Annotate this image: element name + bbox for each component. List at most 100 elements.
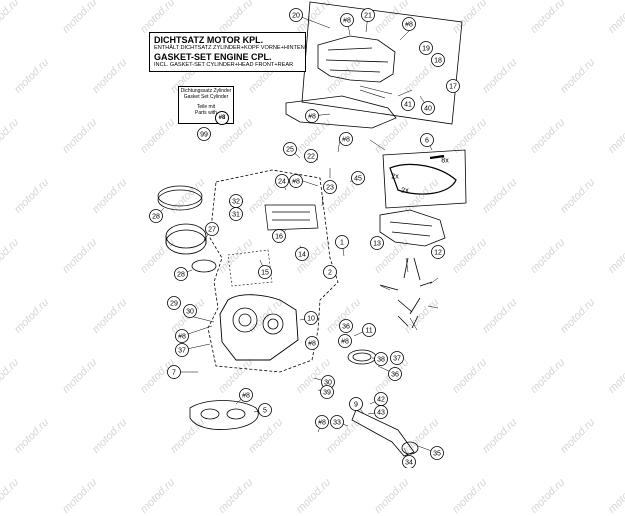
callout-label: 33 [333, 420, 341, 427]
callout-label: #8 [341, 339, 349, 346]
callout-43: 43 [374, 405, 388, 419]
callout-circle [167, 365, 181, 379]
callout-17: 17 [446, 79, 460, 93]
callout-label: 37 [393, 356, 401, 363]
callout-circle [430, 446, 444, 460]
watermark-text: motod.ru [216, 476, 256, 516]
callout-circle [174, 267, 188, 281]
callout-label: 2x [401, 188, 409, 195]
callout-99: 99 [197, 127, 211, 141]
callout-label: 36 [342, 324, 350, 331]
seal-ring-icon [347, 349, 377, 365]
callout-circle [304, 149, 318, 163]
callout-circle [295, 247, 309, 261]
callout-circle [361, 8, 375, 22]
callout-label: #8 [242, 393, 250, 400]
callout-circle [258, 265, 272, 279]
callout-42: 42 [374, 392, 388, 406]
callout-circle [304, 311, 318, 325]
callout-label: 28 [177, 272, 185, 279]
callout-circle [431, 245, 445, 259]
callout-label: 2 [328, 270, 332, 277]
gasket-set-sub-en: INCL. GASKET-SET CYLINDER+HEAD FRONT+REA… [154, 61, 294, 68]
callout-label: 23 [326, 185, 334, 192]
piston-icon [165, 223, 207, 249]
callout-18: 18 [431, 53, 445, 67]
callout-41: 41 [401, 97, 415, 111]
callout-5: 5 [258, 403, 272, 417]
callout-2: 2 [323, 265, 337, 279]
callout-24: 24 [275, 174, 289, 188]
callout-11: 11 [362, 323, 376, 337]
callout-hash-8: #8 [402, 17, 416, 31]
callout-34: 34 [402, 455, 416, 468]
callout-circle [320, 385, 334, 399]
callout-label: 42 [377, 397, 385, 404]
callout-circle [289, 8, 303, 22]
callout-label: 30 [324, 380, 332, 387]
callout-hash-8: #8 [175, 329, 189, 343]
callout-circle [351, 171, 365, 185]
callout-label: 18 [434, 58, 442, 65]
callout-label: 27 [208, 227, 216, 234]
callout-circle [305, 336, 319, 350]
callout-circle [275, 174, 289, 188]
callout-16: 16 [272, 229, 286, 243]
callout-30: 30 [183, 304, 197, 318]
watermark-text: motod.ru [294, 476, 334, 516]
callout-circle [431, 53, 445, 67]
callout-label: 36 [391, 372, 399, 379]
callout-28: 28 [149, 209, 163, 223]
callout-label: #8 [342, 137, 350, 144]
callout-label: #8 [318, 420, 326, 427]
head-gasket-icon [189, 400, 259, 430]
callout-circle [349, 397, 363, 411]
valve-train-icon [379, 257, 433, 329]
legend-line-1: Dichtungssatz Zylinder [180, 88, 232, 94]
callout-label: 8x [441, 158, 449, 165]
callout-label: #8 [405, 22, 413, 29]
callout-hash-8: #8 [339, 132, 353, 146]
callout-22: 22 [304, 149, 318, 163]
callout-35: 35 [430, 446, 444, 460]
callout-label: 15 [261, 270, 269, 277]
callout-15: 15 [258, 265, 272, 279]
callout-label: 25 [286, 147, 294, 154]
callout-label: 30 [186, 309, 194, 316]
callout-circle [446, 79, 460, 93]
callout-hash-8: #8 [338, 334, 352, 348]
callout-label: #8 [178, 334, 186, 341]
gasket-set-panel [382, 149, 467, 209]
callout-circle [175, 343, 189, 357]
callout-2x: 2x [391, 174, 399, 181]
callout-label: 38 [377, 357, 385, 364]
watermark-text: motod.ru [0, 476, 22, 516]
legend-box: Dichtungssatz Zylinder Gasket Set Cylind… [178, 86, 234, 125]
callout-circle [272, 229, 286, 243]
callout-circle [167, 296, 181, 310]
callout-circle [239, 388, 253, 402]
callout-circle [205, 222, 219, 236]
callout-40: 40 [421, 101, 435, 115]
callout-37: 37 [175, 343, 189, 357]
callout-label: 22 [307, 154, 315, 161]
callout-label: #8 [343, 18, 351, 25]
callout-label: 6 [425, 138, 429, 145]
callout-10: 10 [304, 311, 318, 325]
callout-label: 14 [298, 252, 306, 259]
callout-23: 23 [323, 180, 337, 194]
callout-label: 17 [449, 84, 457, 91]
callout-36: 36 [339, 319, 353, 333]
callout-label: 32 [232, 199, 240, 206]
callout-circle [335, 235, 349, 249]
watermark-text: motod.ru [138, 476, 178, 516]
callout-32: 32 [229, 194, 243, 208]
callout-circle [390, 351, 404, 365]
callout-label: 28 [152, 214, 160, 221]
legend-line-2: Gasket Set Cylinder [183, 94, 229, 100]
callout-circle [283, 142, 297, 156]
callout-circle [289, 174, 303, 188]
callout-circle [175, 329, 189, 343]
callout-label: 9 [354, 402, 358, 409]
callout-hash-8: #8 [305, 336, 319, 350]
